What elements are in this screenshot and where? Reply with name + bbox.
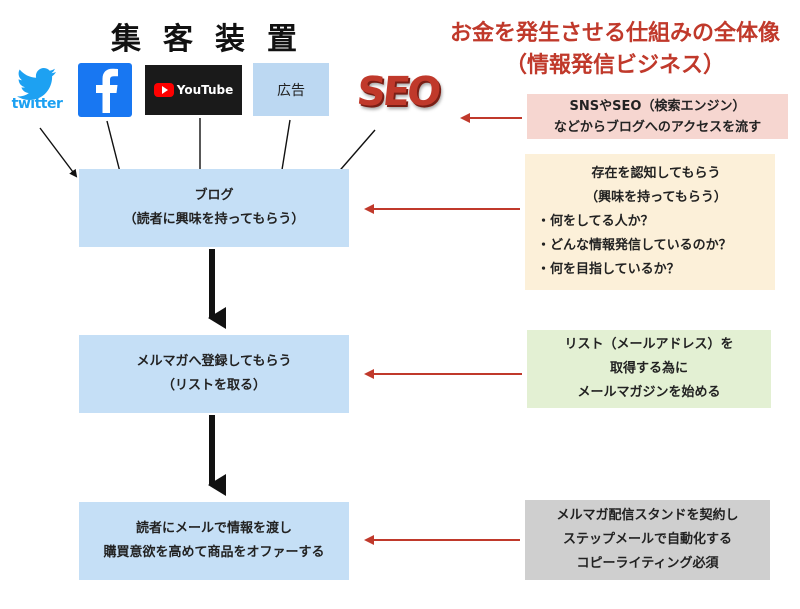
twitter-bird-icon <box>17 68 56 100</box>
ad-label: 広告 <box>277 82 305 99</box>
flow-box-mailmag: メルマガへ登録してもらう （リストを取る） <box>79 335 349 413</box>
flow-box-blog: ブログ （読者に興味を持ってもらう） <box>79 169 349 247</box>
headline-line-1: お金を発生させる仕組みの全体像 <box>449 21 780 46</box>
note-list: リスト（メールアドレス）を 取得する為に メールマガジンを始める <box>527 330 771 408</box>
note-access-line-1: SNSやSEO（検索エンジン） <box>569 98 746 114</box>
youtube-play-icon <box>153 83 174 97</box>
note-mail-line-2: ステップメールで自動化する <box>562 532 732 547</box>
arrow-seo-to-blog <box>333 129 376 178</box>
note-access-line-2: などからブログへのアクセスを流す <box>553 119 762 135</box>
note-list-line-2: 取得する為に <box>609 361 688 376</box>
arrow-twitter-to-blog <box>39 127 78 178</box>
flow-box-mailmag-line-2: （リストを取る） <box>161 378 266 393</box>
note-mail-line-1: メルマガ配信スタンドを契約し <box>556 508 739 523</box>
ad-source-box: 広告 <box>253 63 329 116</box>
flow-box-mailmag-line-1: メルマガへ登録してもらう <box>136 354 292 369</box>
facebook-f-icon <box>96 68 118 113</box>
note-blog-bullet: ・何をしてる人か？ <box>537 214 654 229</box>
flow-box-offer-line-1: 読者にメールで情報を渡し <box>135 521 292 536</box>
note-blog-bullet: ・何を目指しているか？ <box>537 262 680 277</box>
headline: お金を発生させる仕組みの全体像 （情報発信ビジネス） <box>420 18 800 82</box>
youtube-logo: YouTube <box>145 65 242 115</box>
note-blog-bullet: ・どんな情報発信しているのか？ <box>537 238 732 253</box>
flow-box-blog-line-1: ブログ <box>194 188 234 203</box>
note-list-line-3: メールマガジンを始める <box>577 385 721 400</box>
page-title: 集客装置 <box>111 22 319 57</box>
arrow-facebook-to-blog <box>106 120 124 178</box>
note-blog-intro-1: 存在を認知してもらう <box>591 166 721 181</box>
facebook-logo <box>78 63 132 117</box>
twitter-logo: twitter <box>5 62 69 118</box>
note-mail: メルマガ配信スタンドを契約し ステップメールで自動化する コピーライティング必須 <box>525 500 770 580</box>
arrow-ad-to-blog <box>278 119 291 178</box>
flow-box-offer: 読者にメールで情報を渡し 購買意欲を高めて商品をオファーする <box>79 502 349 580</box>
headline-line-2: （情報発信ビジネス） <box>504 53 725 78</box>
note-list-line-1: リスト（メールアドレス）を <box>564 337 734 352</box>
note-access: SNSやSEO（検索エンジン） などからブログへのアクセスを流す <box>527 94 788 139</box>
note-mail-line-3: コピーライティング必須 <box>576 556 719 571</box>
flow-box-blog-line-2: （読者に興味を持ってもらう） <box>123 212 305 227</box>
note-blog-intro-2: （興味を持ってもらう） <box>585 190 727 205</box>
youtube-wordmark: YouTube <box>176 83 234 97</box>
twitter-wordmark: twitter <box>11 96 63 112</box>
flow-box-offer-line-2: 購買意欲を高めて商品をオファーする <box>103 545 325 560</box>
note-blog: 存在を認知してもらう （興味を持ってもらう） ・何をしてる人か？ ・どんな情報発… <box>525 154 775 290</box>
